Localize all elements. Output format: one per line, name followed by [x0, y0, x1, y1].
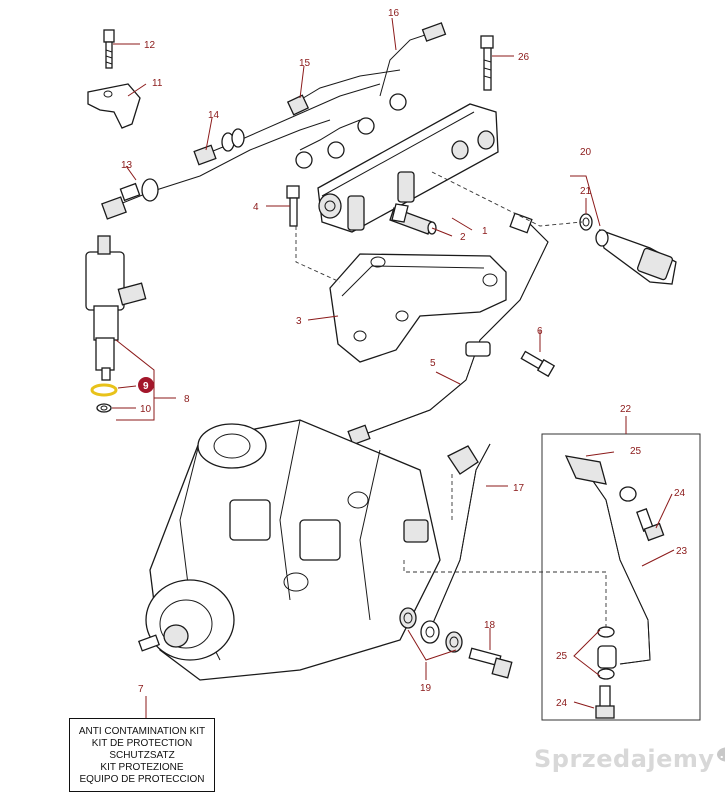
callout-5: 5	[430, 358, 436, 369]
watermark-logo: Sprzedajemy.pl	[534, 745, 725, 773]
callout-24-bottom: 24	[556, 698, 568, 709]
callout-7: 7	[138, 684, 144, 695]
callout-11: 11	[152, 78, 163, 89]
callout-6: 6	[537, 326, 543, 337]
injection-pump-part-7	[137, 419, 441, 681]
kit-label-it: KIT PROTEZIONE	[100, 762, 184, 773]
o-ring-part-9	[90, 383, 118, 397]
callout-4: 4	[253, 202, 259, 213]
callout-10: 10	[140, 404, 152, 415]
callout-25-bottom: 25	[556, 651, 568, 662]
callout-leader-lines	[112, 17, 675, 718]
injector-line-part-15	[286, 69, 401, 169]
callout-15: 15	[299, 58, 311, 69]
callout-22: 22	[620, 404, 632, 415]
pressure-sensor-part-20	[595, 228, 677, 285]
injector-line-part-14	[193, 83, 381, 166]
leak-off-pipe-part-23	[564, 455, 651, 669]
callout-19: 19	[420, 683, 432, 694]
bracket-part-11	[87, 83, 141, 129]
callout-14: 14	[208, 110, 220, 121]
callout-26: 26	[518, 52, 530, 63]
watermark-suffix: .pl	[716, 747, 725, 762]
pressure-valve-part-2	[389, 203, 437, 235]
support-bracket-part-3	[329, 253, 507, 363]
kit-label-de: SCHUTZSATZ	[109, 750, 175, 761]
callout-18: 18	[484, 620, 496, 631]
washers-part-19	[399, 607, 463, 653]
callout-17: 17	[513, 483, 525, 494]
bolt-part-4	[286, 185, 300, 227]
injector-part-8	[85, 235, 147, 381]
callout-23: 23	[676, 546, 688, 557]
callout-13: 13	[121, 160, 133, 171]
assembly-guide-lines	[295, 171, 607, 628]
kit-label-es: EQUIPO DE PROTECCION	[79, 774, 205, 785]
common-rail-part-1	[317, 103, 499, 233]
callout-9: 9	[143, 381, 149, 392]
bolt-part-26	[480, 35, 494, 91]
banjo-bolt-part-18	[468, 647, 513, 679]
anti-contamination-kit-box: ANTI CONTAMINATION KIT KIT DE PROTECTION…	[69, 718, 215, 792]
callout-1: 1	[482, 226, 488, 237]
callout-3: 3	[296, 316, 302, 327]
callout-2: 2	[460, 232, 466, 243]
injector-line-part-16	[379, 22, 447, 111]
callout-9-highlight: 9	[138, 377, 154, 393]
kit-label-en: ANTI CONTAMINATION KIT	[78, 726, 206, 737]
callout-12: 12	[144, 40, 156, 51]
callout-8: 8	[184, 394, 190, 405]
washer-part-10	[96, 403, 112, 413]
inset-frame-part-22	[541, 433, 701, 721]
kit-label-fr: KIT DE PROTECTION	[91, 738, 193, 749]
callout-16: 16	[388, 8, 400, 19]
watermark-text: Sprzedajemy	[534, 745, 715, 773]
banjo-bolts-part-24	[595, 508, 665, 719]
bolt-part-6	[520, 350, 556, 378]
callout-24: 24	[674, 488, 686, 499]
injector-line-part-13	[101, 119, 331, 220]
callout-labels: 1 2 3 4 5 6 7 8 9 10 11 12 13 14 15 16 1…	[121, 8, 688, 709]
feed-pipe-part-5	[347, 212, 549, 446]
callout-21: 21	[580, 186, 592, 197]
callout-25-top: 25	[630, 446, 642, 457]
return-pipe-part-17	[420, 443, 491, 644]
callout-20: 20	[580, 147, 592, 158]
bolt-part-12	[103, 29, 115, 69]
